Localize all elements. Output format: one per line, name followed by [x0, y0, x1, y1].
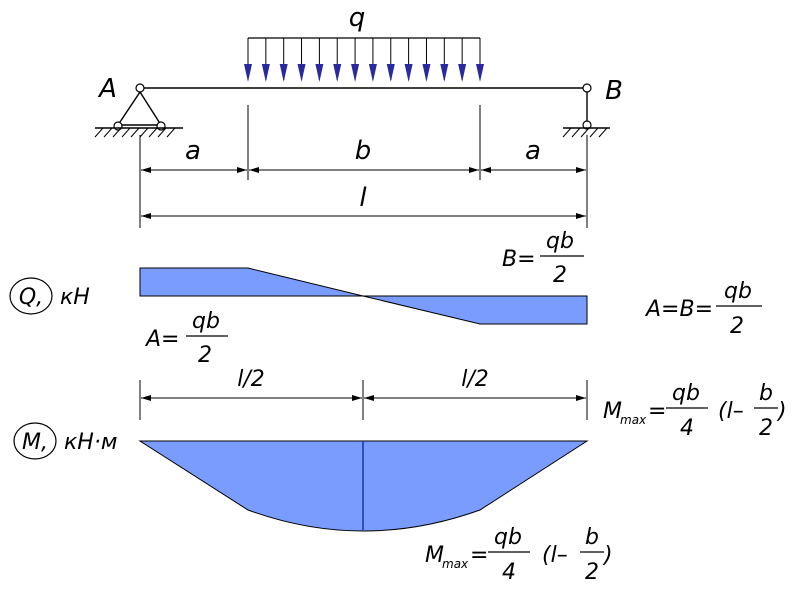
- svg-text:=: =: [470, 543, 488, 568]
- load-arrow: [297, 38, 306, 82]
- hatch-line: [148, 127, 158, 138]
- svg-text:qb: qb: [724, 279, 752, 304]
- load-arrow: [315, 38, 324, 82]
- formula-mmax-bottom: M max = qb 4 (l– b 2 ): [425, 525, 613, 585]
- moment-unit: кН·м: [64, 430, 117, 455]
- shear-unit: кН: [60, 285, 90, 310]
- hatch-line: [130, 127, 140, 138]
- ground-hatch-a: [94, 127, 176, 138]
- moment-circle-letter: M,: [22, 430, 48, 455]
- svg-text:qb: qb: [672, 381, 700, 406]
- svg-text:2: 2: [198, 343, 212, 368]
- svg-text:qb: qb: [192, 309, 220, 334]
- hatch-line: [166, 127, 176, 138]
- load-arrow: [422, 38, 431, 82]
- dimension-lines: [139, 105, 588, 228]
- hatch-line: [589, 127, 599, 138]
- hatch-line: [580, 127, 590, 138]
- dim-a-right: a: [525, 136, 541, 166]
- formula-ab-reactions: A=B= qb 2: [644, 279, 762, 339]
- hatch-line: [139, 127, 149, 138]
- svg-text:=: =: [648, 399, 666, 424]
- hatch-line: [157, 127, 167, 138]
- svg-text:M: M: [425, 543, 444, 568]
- hatch-line: [103, 127, 113, 138]
- moment-axis-label: M, кН·м: [13, 422, 117, 460]
- svg-text:M: M: [603, 399, 622, 424]
- load-arrow: [261, 38, 270, 82]
- dim-half-left: l/2: [237, 367, 265, 392]
- svg-text:2: 2: [730, 314, 744, 339]
- svg-text:4: 4: [502, 560, 516, 585]
- ground-hatch-b: [562, 127, 608, 138]
- svg-text:(l–: (l–: [718, 399, 744, 424]
- hatch-line: [562, 127, 572, 138]
- svg-text:b: b: [585, 525, 599, 550]
- load-arrow: [333, 38, 342, 82]
- svg-text:): ): [602, 543, 613, 568]
- hatch-line: [598, 127, 608, 138]
- shear-diagram: [139, 267, 588, 325]
- dim-b: b: [355, 136, 372, 166]
- load-arrow: [404, 38, 413, 82]
- support-b-label: B: [605, 76, 623, 106]
- load-label: q: [349, 3, 366, 33]
- svg-text:2: 2: [759, 416, 773, 441]
- load-arrow: [244, 38, 252, 82]
- svg-text:(l–: (l–: [542, 543, 568, 568]
- load-arrow: [476, 38, 484, 82]
- svg-text:2: 2: [585, 560, 599, 585]
- svg-text:B=: B=: [502, 247, 536, 272]
- svg-text:4: 4: [680, 416, 694, 441]
- svg-text:qb: qb: [494, 525, 522, 550]
- distributed-load: q: [244, 3, 484, 82]
- load-arrow: [386, 38, 395, 82]
- hatch-line: [121, 127, 131, 138]
- formula-b-reaction: B= qb 2: [502, 229, 584, 288]
- svg-text:A=B=: A=B=: [644, 297, 713, 322]
- svg-text:A=: A=: [144, 327, 179, 352]
- svg-text:b: b: [759, 381, 773, 406]
- load-arrow: [368, 38, 377, 82]
- svg-text:qb: qb: [546, 229, 574, 254]
- shear-circle-letter: Q,: [19, 285, 43, 310]
- dim-half-right: l/2: [461, 367, 489, 392]
- dim-l: l: [359, 183, 367, 213]
- svg-text:2: 2: [553, 263, 567, 288]
- moment-diagram: [138, 440, 589, 532]
- hatch-line: [571, 127, 581, 138]
- shear-axis-label: Q, кН: [9, 277, 90, 315]
- formula-mmax-right: M max = qb 4 (l– b 2 ): [603, 381, 787, 441]
- load-arrows: [244, 38, 484, 82]
- support-a: A: [94, 74, 183, 138]
- load-arrow: [440, 38, 449, 82]
- hatch-line: [94, 127, 104, 138]
- support-b: B: [562, 76, 623, 138]
- dim-a-left: a: [185, 136, 201, 166]
- half-dimension-lines: [139, 380, 588, 420]
- hatch-line: [112, 127, 122, 138]
- load-arrow: [458, 38, 467, 82]
- formula-a-reaction: A= qb 2: [144, 309, 228, 368]
- load-arrow: [351, 38, 360, 82]
- load-arrow: [279, 38, 288, 82]
- support-a-label: A: [97, 74, 117, 104]
- svg-text:max: max: [620, 413, 647, 427]
- svg-text:): ): [776, 399, 787, 424]
- svg-text:max: max: [442, 557, 469, 571]
